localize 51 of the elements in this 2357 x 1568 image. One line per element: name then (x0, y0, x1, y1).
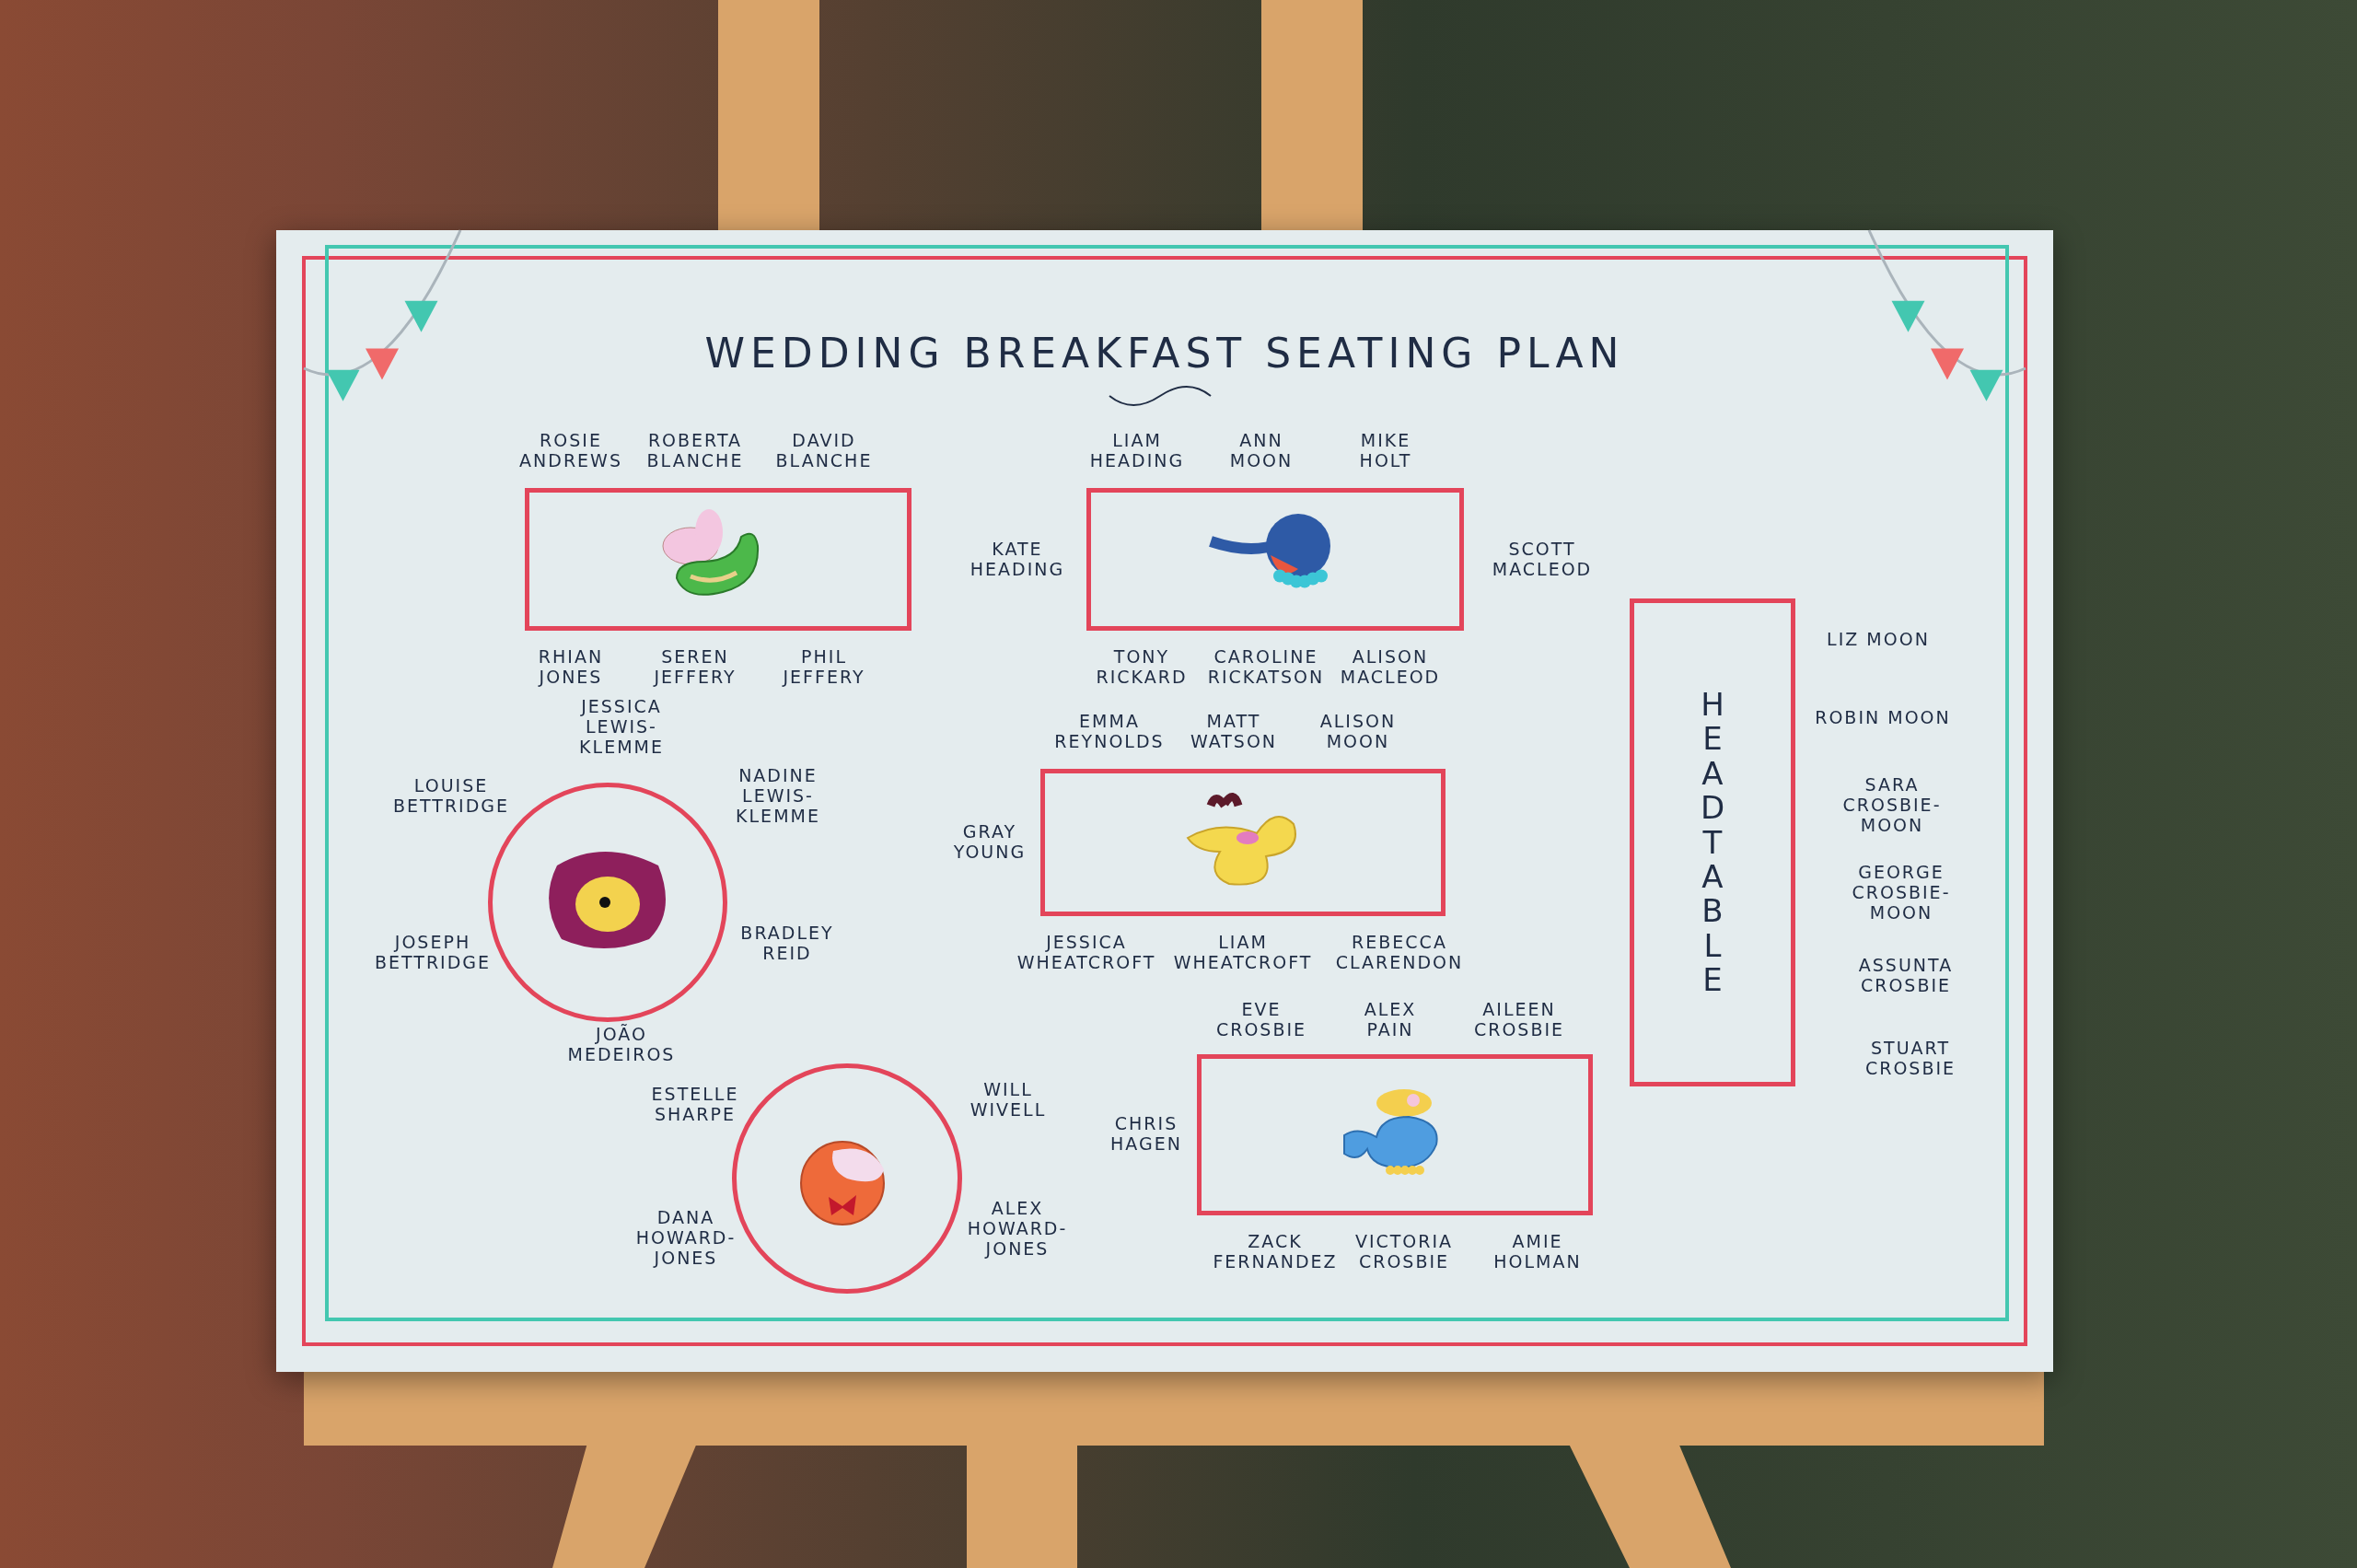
guest-name: LOUISE BETTRIDGE (392, 776, 510, 817)
guest-name: EMMA REYNOLDS (1054, 712, 1165, 752)
guest-name: ROBIN MOON (1814, 708, 1952, 728)
table-label: HEAD TABLE (1699, 687, 1726, 998)
guest-name: ASSUNTA CROSBIE (1857, 956, 1955, 996)
guest-name: REBECCA CLARENDON (1335, 933, 1464, 973)
guest-name: JESSICA WHEATCROFT (1016, 933, 1156, 973)
guest-name: DANA HOWARD-JONES (635, 1208, 737, 1269)
guest-name: VICTORIA CROSBIE (1354, 1232, 1454, 1272)
guest-name: WILL WIVELL (970, 1080, 1047, 1121)
guest-name: JOSEPH BETTRIDGE (374, 933, 492, 973)
guest-name: ALISON MACLEOD (1340, 647, 1441, 688)
guest-name: ALISON MOON (1319, 712, 1397, 752)
long-table (1197, 1054, 1593, 1215)
guest-name: AILEEN CROSBIE (1473, 1000, 1565, 1040)
long-table (1040, 769, 1446, 916)
guest-name: NADINE LEWIS-KLEMME (736, 766, 820, 827)
guest-name: ALEX HOWARD-JONES (967, 1199, 1068, 1260)
guest-name: KATE HEADING (970, 540, 1065, 580)
guest-name: SEREN JEFFERY (654, 647, 737, 688)
long-table (525, 488, 911, 631)
guest-name: JOÃO MEDEIROS (567, 1025, 676, 1065)
guest-name: LIZ MOON (1826, 630, 1931, 650)
long-table (1086, 488, 1464, 631)
guest-name: CHRIS HAGEN (1110, 1114, 1182, 1155)
guest-name: BRADLEY REID (740, 923, 834, 964)
guest-name: RHIAN JONES (538, 647, 604, 688)
guest-name: JESSICA LEWIS-KLEMME (579, 697, 664, 758)
guest-name: AMIE HOLMAN (1493, 1232, 1582, 1272)
long-table (1630, 598, 1795, 1086)
guest-name: SARA CROSBIE-MOON (1841, 775, 1943, 836)
guest-name: DAVID BLANCHE (775, 431, 873, 471)
guest-name: MIKE HOLT (1359, 431, 1412, 471)
guest-name: GEORGE CROSBIE-MOON (1851, 863, 1952, 923)
guest-name: LIAM WHEATCROFT (1173, 933, 1313, 973)
guest-name: GRAY YOUNG (953, 822, 1027, 863)
guest-name: STUART CROSBIE (1864, 1039, 1957, 1079)
guest-name: TONY RICKARD (1096, 647, 1188, 688)
guest-name: ROSIE ANDREWS (519, 431, 622, 471)
guest-name: ROBERTA BLANCHE (646, 431, 744, 471)
guest-name: ESTELLE SHARPE (651, 1085, 739, 1125)
guest-name: ALEX PAIN (1364, 1000, 1417, 1040)
guest-name: CAROLINE RICKATSON (1207, 647, 1325, 688)
guest-name: MATT WATSON (1190, 712, 1278, 752)
guest-name: SCOTT MACLEOD (1492, 540, 1593, 580)
guest-name: LIAM HEADING (1089, 431, 1185, 471)
plan-title: WEDDING BREAKFAST SEATING PLAN (703, 330, 1626, 377)
guest-name: EVE CROSBIE (1215, 1000, 1307, 1040)
guest-name: ZACK FERNANDEZ (1213, 1232, 1338, 1272)
guest-name: PHIL JEFFERY (783, 647, 865, 688)
guest-name: ANN MOON (1229, 431, 1294, 471)
